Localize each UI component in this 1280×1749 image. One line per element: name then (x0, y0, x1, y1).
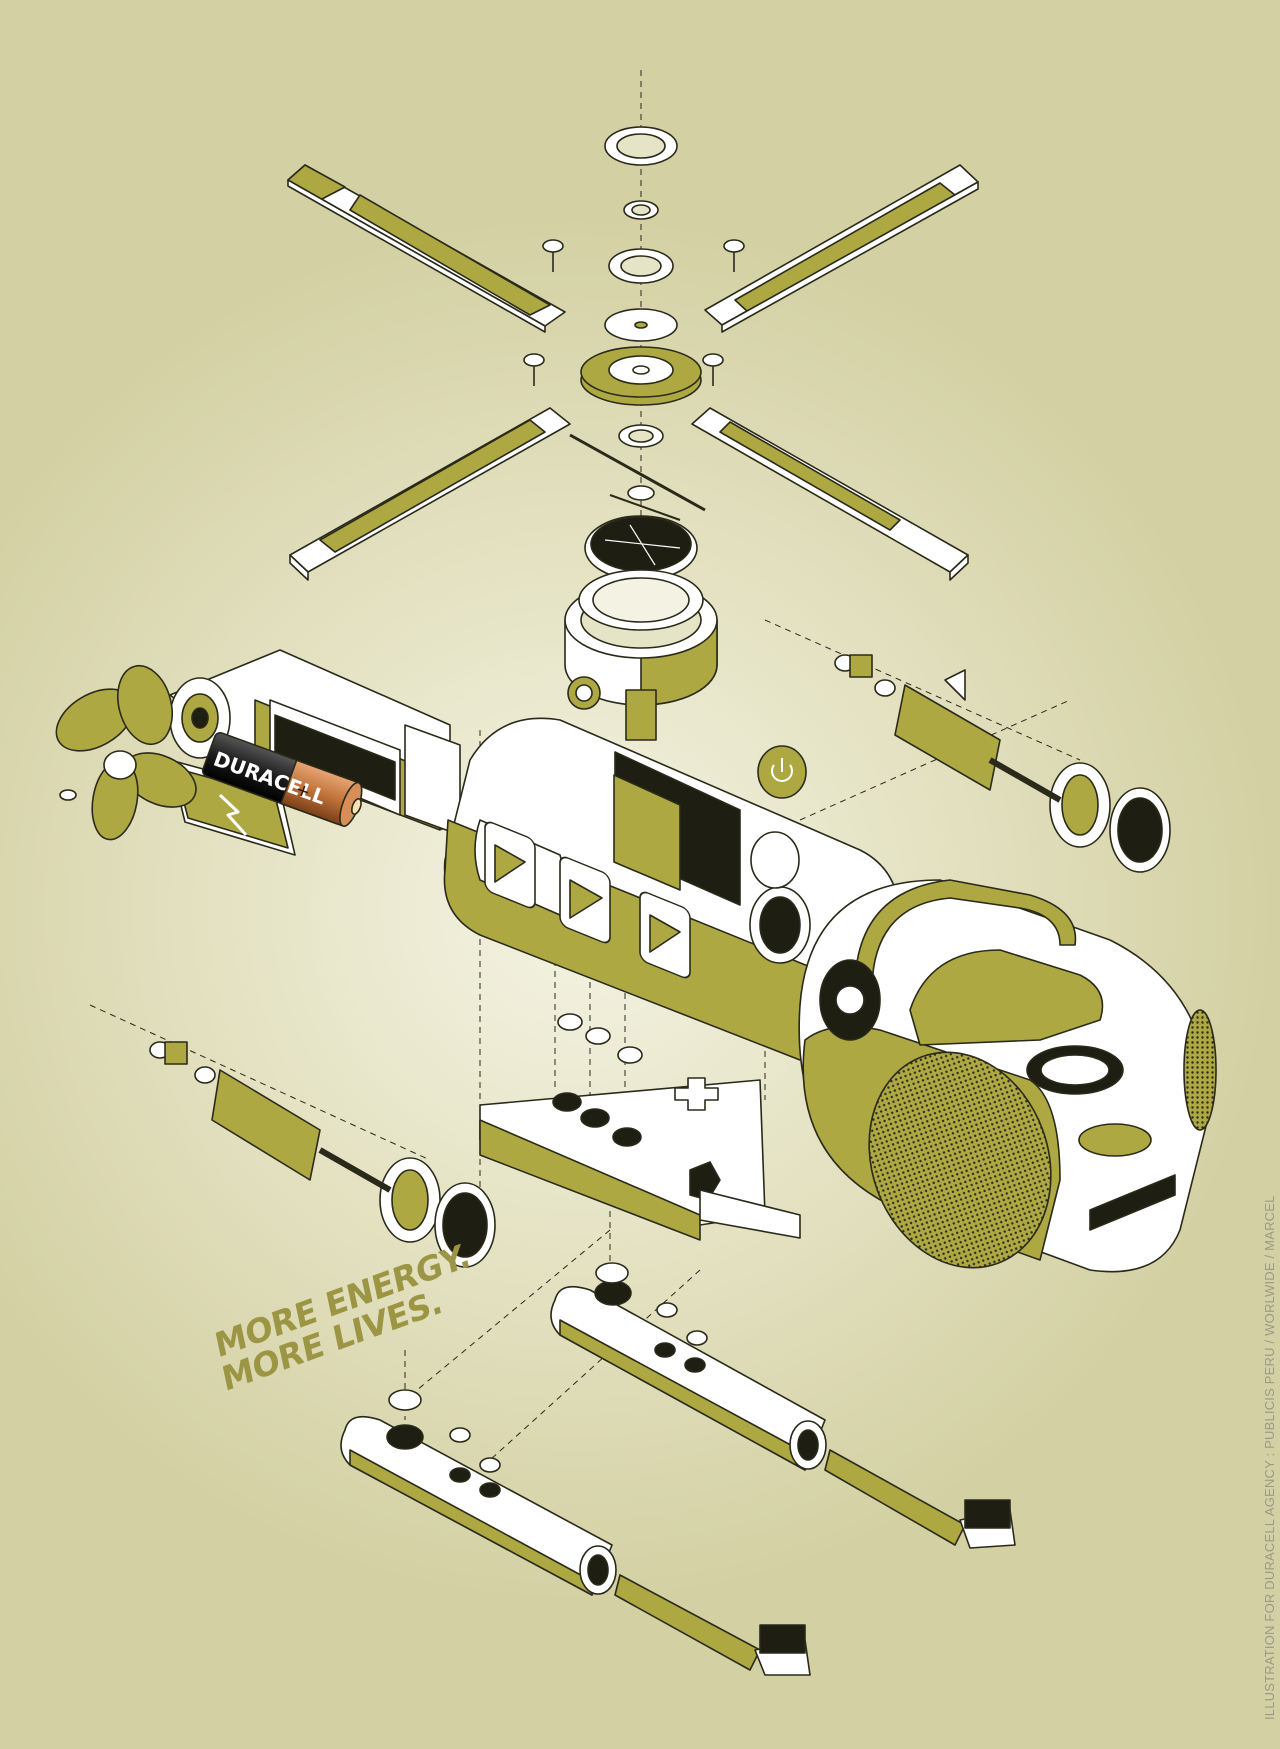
rotor-hub (580, 308, 702, 406)
engine-left (149, 1041, 496, 1268)
toothbrush-left (340, 1389, 811, 1676)
game-controller (479, 1013, 801, 1241)
screw (523, 353, 545, 386)
helicopter-body (443, 717, 901, 1065)
screws (523, 239, 745, 386)
rotor-mast (564, 569, 718, 741)
rotor-rings (604, 126, 678, 501)
rotor-blade-left-back (287, 164, 566, 333)
boombox-cockpit (798, 879, 1217, 1273)
screw (702, 353, 724, 386)
rotor-blade-right-back (704, 164, 979, 333)
prev-button (484, 821, 536, 909)
tail-boom (169, 649, 461, 836)
credit-line: ILLUSTRATION FOR DURACELL AGENCY : PUBLI… (1262, 1195, 1277, 1720)
dpad-part (674, 1077, 719, 1111)
play-button (559, 856, 611, 944)
duracell-battery: DURACELL + (201, 732, 363, 827)
toothbrush-right (550, 1262, 1016, 1549)
screw (542, 239, 564, 272)
engine-right (834, 654, 1171, 873)
rotor-blade-right-front (691, 407, 969, 581)
tail-fan (55, 664, 197, 841)
compass-dial (569, 433, 706, 581)
screw (723, 239, 745, 272)
rotor-blades (287, 164, 979, 581)
next-button (639, 891, 691, 979)
rotor-blade-left-front (289, 407, 571, 581)
